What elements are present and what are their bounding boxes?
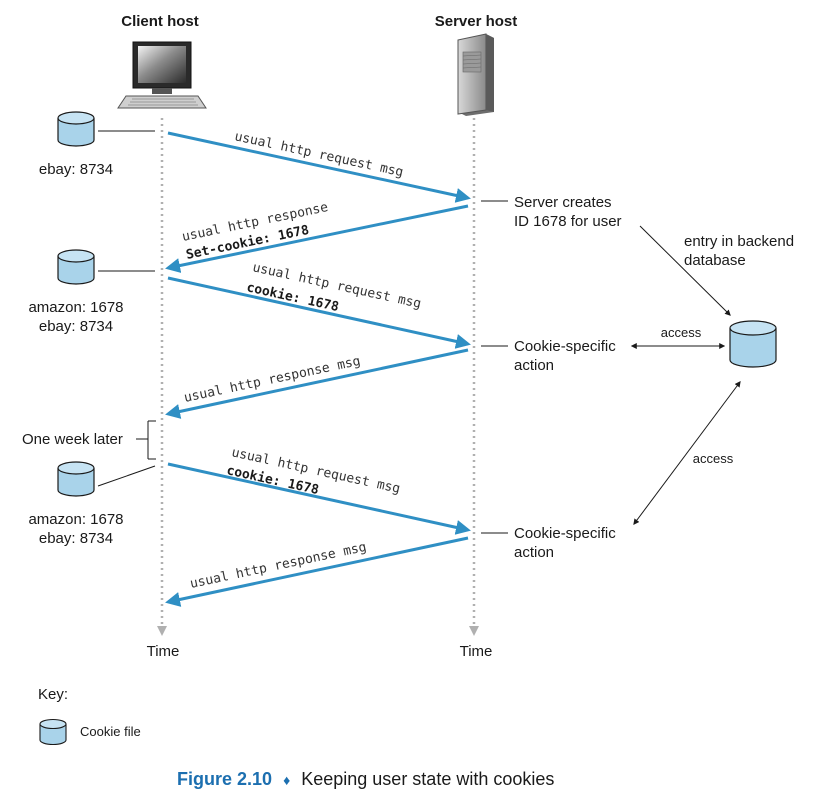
caption-separator: ♦ xyxy=(283,772,290,788)
cookie-label-ebay-2: ebay: 8734 xyxy=(39,318,113,335)
backend-entry-label-1: entry in backend xyxy=(684,233,794,250)
http-response-arrow-3 xyxy=(165,536,469,607)
request-msg-label-1: usual http request msg xyxy=(233,129,404,180)
backend-entry-label-2: database xyxy=(684,252,746,269)
server-tower-icon xyxy=(457,33,494,116)
cookie-file-icon-ebay xyxy=(57,111,95,147)
http-request-arrow-2 xyxy=(167,276,471,349)
cookie-label-ebay-3: ebay: 8734 xyxy=(39,530,113,547)
cookie-label-amazon-1: amazon: 1678 xyxy=(28,299,123,316)
caption-figure-number: Figure 2.10 xyxy=(177,769,272,789)
server-timeline-arrowhead xyxy=(469,626,479,636)
caption-text: Keeping user state with cookies xyxy=(301,769,554,789)
key-title: Key: xyxy=(38,686,68,703)
cookie-action-label-1b: action xyxy=(514,357,554,374)
client-host-title: Client host xyxy=(121,13,199,30)
cookie-file-icon-amazon-ebay-later xyxy=(57,461,95,497)
cookie-action-label-2: Cookie-specific xyxy=(514,525,616,542)
http-response-arrow-1 xyxy=(165,204,469,273)
entry-arrow xyxy=(639,225,731,316)
server-time-label: Time xyxy=(460,643,493,660)
cookie-action-label-1: Cookie-specific xyxy=(514,338,616,355)
one-week-later-label: One week later xyxy=(22,431,123,448)
http-request-arrow-3 xyxy=(167,462,471,535)
http-request-arrow-1 xyxy=(167,131,471,203)
cookie-label-ebay: ebay: 8734 xyxy=(39,161,113,178)
one-week-later-bracket xyxy=(136,420,156,460)
access-arrow-2 xyxy=(633,381,741,525)
client-timeline-arrowhead xyxy=(157,626,167,636)
http-response-arrow-2 xyxy=(165,348,469,419)
figure-caption: Figure 2.10 ♦ Keeping user state with co… xyxy=(177,769,554,789)
server-creates-label-1: Server creates xyxy=(514,194,612,211)
access-label-1: access xyxy=(661,325,702,340)
server-host-title: Server host xyxy=(435,13,518,30)
server-creates-label-2: ID 1678 for user xyxy=(514,213,622,230)
cookie-action-label-2b: action xyxy=(514,544,554,561)
cookie-file-icon-amazon-ebay xyxy=(57,249,95,285)
key-cookie-file-label: Cookie file xyxy=(80,724,141,739)
backend-database-icon xyxy=(729,320,777,368)
key-cookie-file-icon xyxy=(39,718,67,746)
client-computer-icon xyxy=(117,41,207,109)
client-time-label: Time xyxy=(147,643,180,660)
cookie-label-amazon-3: amazon: 1678 xyxy=(28,511,123,528)
access-label-2: access xyxy=(693,451,734,466)
cookie-connector-3 xyxy=(97,465,156,487)
